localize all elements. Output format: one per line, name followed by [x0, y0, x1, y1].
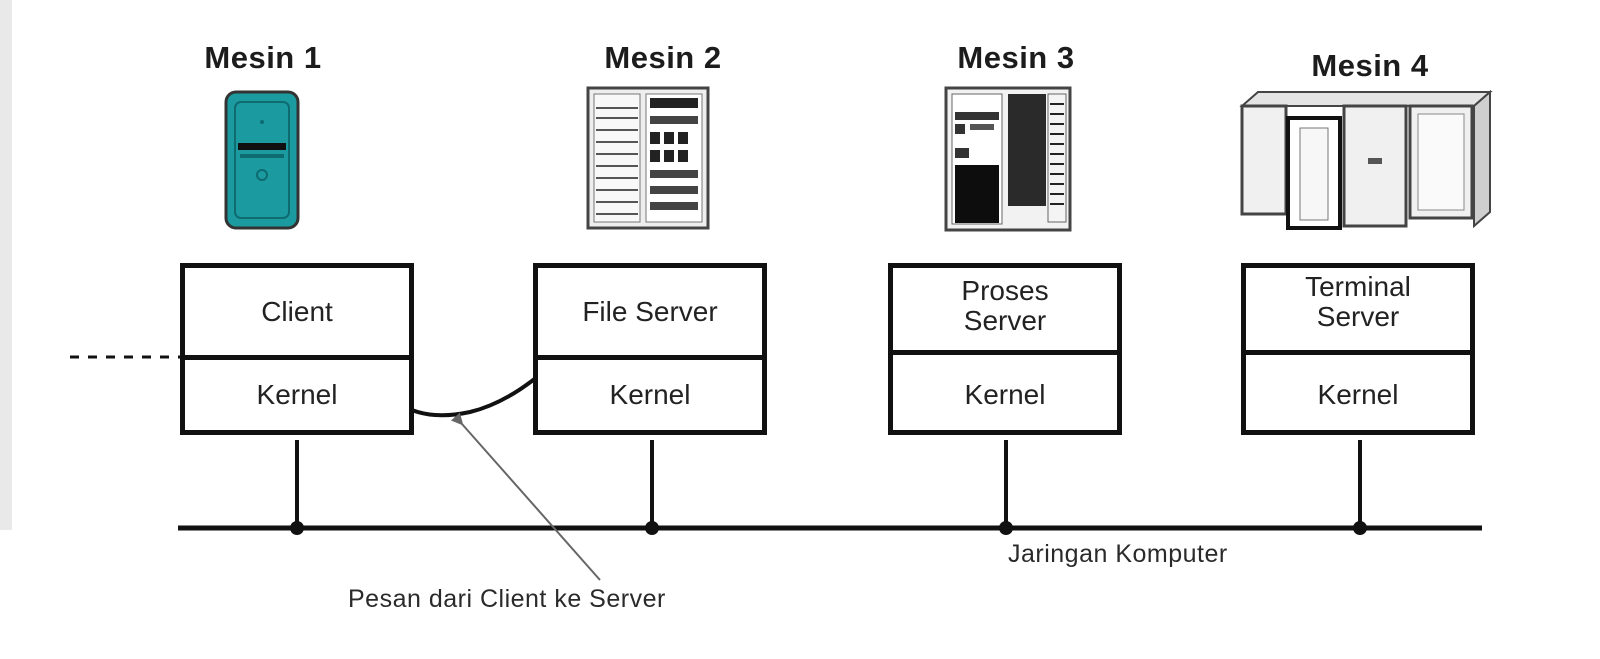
- machine-title-2: Mesin 2: [604, 40, 722, 75]
- message-label: Pesan dari Client ke Server: [348, 585, 666, 613]
- annotation-pointer: [450, 412, 601, 581]
- machine-box-1: Client Kernel: [180, 263, 414, 435]
- process-cell-process-server: Proses Server: [893, 268, 1117, 355]
- network-label: Jaringan Komputer: [1008, 540, 1228, 568]
- kernel-cell-1: Kernel: [256, 379, 338, 410]
- machine-box-2: File Server Kernel: [533, 263, 767, 435]
- process-server-icon: [944, 86, 1072, 232]
- process-cell-file-server: File Server: [538, 268, 762, 360]
- process-cell-client: Client: [185, 268, 409, 360]
- file-server-icon: [586, 86, 710, 230]
- machine-box-4: Terminal Server Kernel: [1241, 263, 1475, 435]
- machine-title-1: Mesin 1: [204, 40, 322, 75]
- tower-pc-icon: [224, 90, 300, 230]
- kernel-cell-2: Kernel: [609, 379, 691, 410]
- machine-title-3: Mesin 3: [957, 40, 1075, 75]
- kernel-cell-3: Kernel: [964, 379, 1046, 410]
- left-edge-shade: [0, 0, 12, 530]
- terminal-server-icon: [1239, 89, 1493, 230]
- junction-dot-2: [645, 521, 659, 535]
- junction-dot-3: [999, 521, 1013, 535]
- junction-dot-1: [290, 521, 304, 535]
- process-cell-terminal-server: Terminal Server: [1246, 268, 1470, 355]
- kernel-cell-4: Kernel: [1317, 379, 1399, 410]
- machine-box-3: Proses Server Kernel: [888, 263, 1122, 435]
- machine-title-4: Mesin 4: [1311, 48, 1429, 83]
- junction-dot-4: [1353, 521, 1367, 535]
